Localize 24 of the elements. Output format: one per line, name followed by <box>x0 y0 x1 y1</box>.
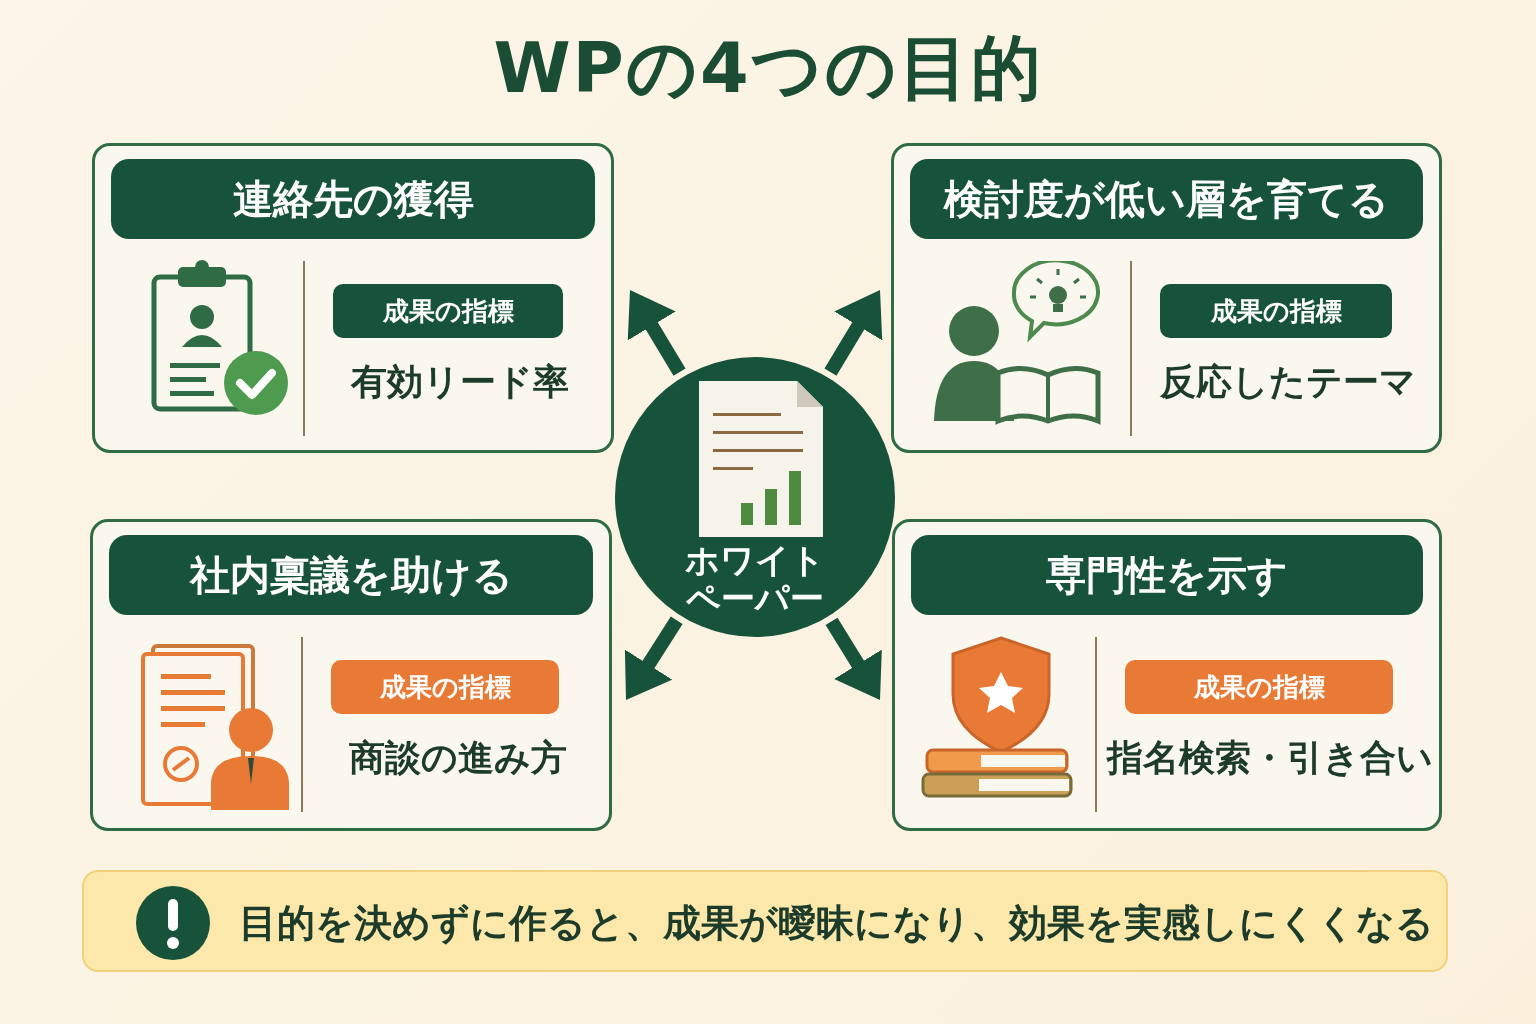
card <box>891 143 1442 453</box>
arrow <box>824 290 883 376</box>
arrow <box>825 617 882 700</box>
badge: 成果の指標 <box>331 660 559 714</box>
card <box>92 143 614 453</box>
metric-text: 反応したテーマ <box>1158 360 1417 404</box>
heading-bar: 検討度が低い層を育てる <box>910 159 1423 239</box>
metric-text: 有効リード率 <box>349 360 570 404</box>
heading-bar: 社内稟議を助ける <box>109 535 593 615</box>
title: WPの4つの目的 <box>492 26 1044 111</box>
circle-label: ホワイトペーパー <box>684 541 826 617</box>
arrow <box>627 290 686 376</box>
arrow <box>624 616 683 700</box>
card <box>892 519 1442 831</box>
metric-text: 指名検索・引き合い <box>1105 736 1434 780</box>
card <box>90 519 612 831</box>
heading-bar: 専門性を示す <box>911 535 1423 615</box>
note-text: 目的を決めずに作ると、成果が曖昧になり、効果を実感しにくくなる <box>239 900 1434 947</box>
metric-text: 商談の進み方 <box>348 736 568 780</box>
note-banner <box>82 870 1448 972</box>
badge: 成果の指標 <box>333 284 563 338</box>
badge: 成果の指標 <box>1160 284 1392 338</box>
badge: 成果の指標 <box>1125 660 1393 714</box>
heading-bar: 連絡先の獲得 <box>111 159 595 239</box>
